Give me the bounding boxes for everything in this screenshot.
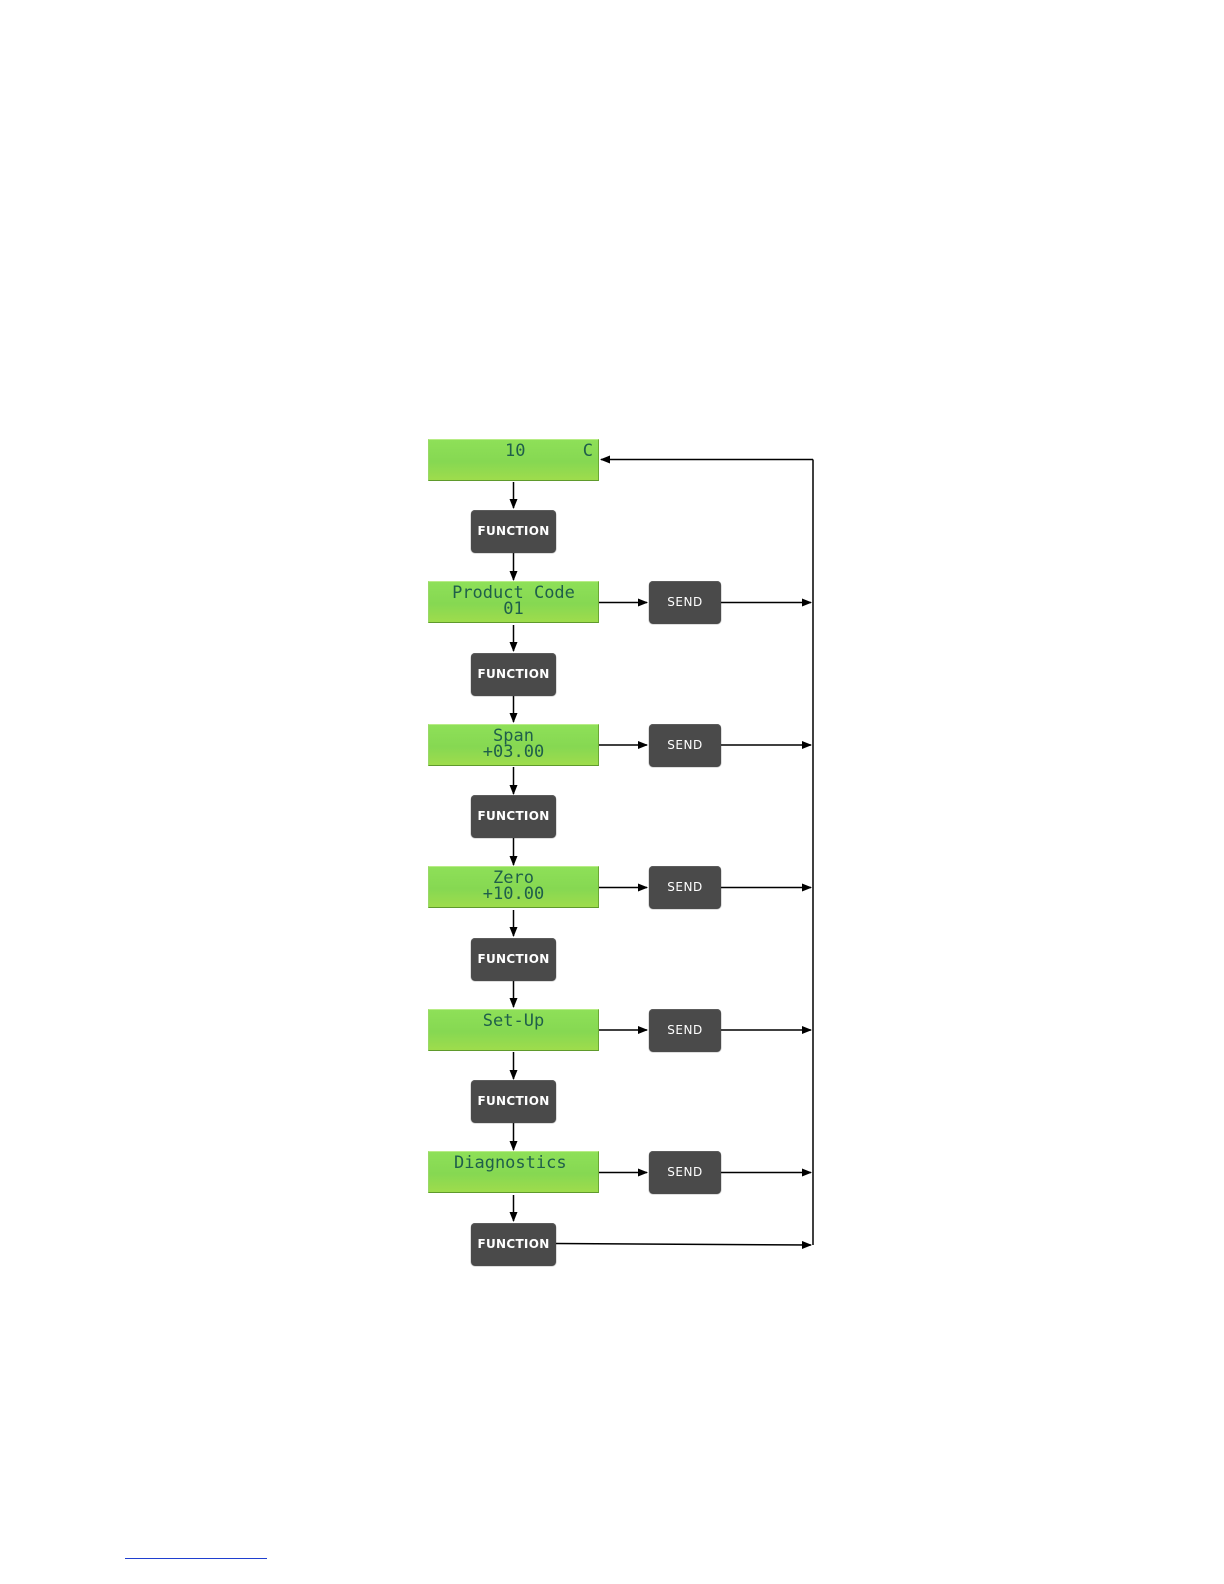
arrow-last-function-to-bus: [556, 1244, 811, 1246]
lcd-line2: +10.00: [429, 886, 598, 902]
lcd-setup: Set-Up: [428, 1009, 599, 1051]
function-button[interactable]: FUNCTION: [471, 938, 556, 980]
send-button[interactable]: SEND: [649, 581, 721, 623]
lcd-line1: Set-Up: [429, 1013, 598, 1029]
lcd-diagnostics: Diagnostics: [428, 1151, 599, 1193]
lcd-line1: Diagnostics: [429, 1155, 598, 1171]
home-reading: 10: [505, 443, 525, 459]
send-button[interactable]: SEND: [649, 1009, 721, 1051]
lcd-line2: 01: [429, 601, 598, 617]
function-button[interactable]: FUNCTION: [471, 1080, 556, 1122]
lcd-span: Span +03.00: [428, 724, 599, 766]
home-unit: C: [583, 443, 593, 459]
function-button[interactable]: FUNCTION: [471, 795, 556, 837]
function-button[interactable]: FUNCTION: [471, 510, 556, 552]
send-button[interactable]: SEND: [649, 1151, 721, 1193]
footnote-separator: [125, 1558, 267, 1559]
lcd-line2: +03.00: [429, 744, 598, 760]
function-button[interactable]: FUNCTION: [471, 653, 556, 695]
lcd-product-code: Product Code 01: [428, 581, 599, 623]
send-button[interactable]: SEND: [649, 866, 721, 908]
lcd-home-display: 10 C: [428, 439, 599, 481]
send-button[interactable]: SEND: [649, 724, 721, 766]
lcd-zero: Zero +10.00: [428, 866, 599, 908]
function-button[interactable]: FUNCTION: [471, 1223, 556, 1265]
